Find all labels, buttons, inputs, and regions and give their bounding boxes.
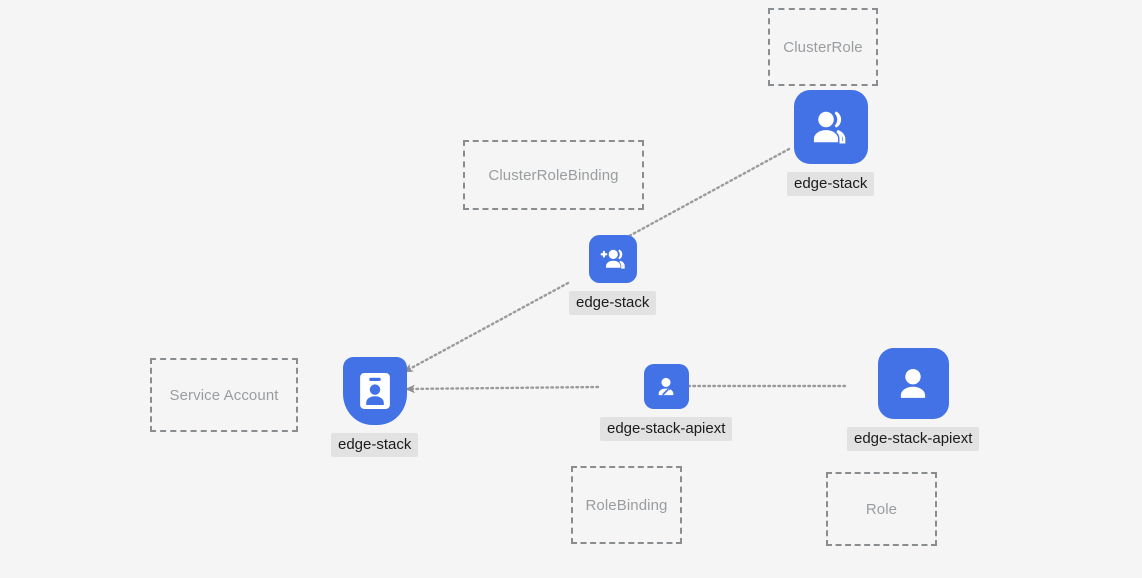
node-label-serviceaccount: edge-stack bbox=[331, 433, 419, 458]
person-icon bbox=[891, 362, 935, 406]
node-label-clusterrolebinding: edge-stack bbox=[569, 291, 657, 316]
id-badge-icon bbox=[356, 369, 394, 413]
clusterrole-node-tile[interactable] bbox=[793, 90, 868, 164]
kind-label-role: Role bbox=[865, 500, 898, 518]
kind-box-rolebinding: RoleBinding bbox=[571, 466, 682, 544]
node-label-role: edge-stack-apiext bbox=[847, 427, 980, 452]
kind-label-clusterrole: ClusterRole bbox=[783, 38, 863, 56]
kind-box-clusterrole: ClusterRole bbox=[768, 8, 878, 86]
role-node-tile[interactable] bbox=[877, 348, 949, 419]
node-label-clusterrole: edge-stack bbox=[787, 172, 875, 197]
people-group-icon bbox=[808, 104, 854, 150]
rolebinding-node-tile[interactable] bbox=[643, 364, 689, 409]
kind-label-serviceaccount: Service Account bbox=[169, 386, 279, 404]
kind-box-clusterrolebinding: ClusterRoleBinding bbox=[463, 140, 644, 210]
node-rolebinding[interactable]: edge-stack-apiext bbox=[600, 364, 733, 442]
kind-label-clusterrolebinding: ClusterRoleBinding bbox=[488, 166, 619, 184]
node-clusterrolebinding[interactable]: edge-stack bbox=[569, 235, 657, 316]
person-edit-icon bbox=[652, 373, 680, 401]
kind-box-serviceaccount: Service Account bbox=[150, 358, 298, 432]
kind-box-role: Role bbox=[826, 472, 937, 546]
node-clusterrole[interactable]: edge-stack bbox=[787, 90, 875, 197]
node-role[interactable]: edge-stack-apiext bbox=[847, 348, 980, 452]
serviceaccount-node-tile[interactable] bbox=[342, 357, 407, 425]
clusterrolebinding-node-tile[interactable] bbox=[588, 235, 637, 283]
kind-label-rolebinding: RoleBinding bbox=[585, 496, 668, 514]
person-add-group-icon bbox=[598, 244, 628, 274]
node-label-rolebinding: edge-stack-apiext bbox=[600, 417, 733, 442]
node-serviceaccount[interactable]: edge-stack bbox=[331, 357, 419, 458]
